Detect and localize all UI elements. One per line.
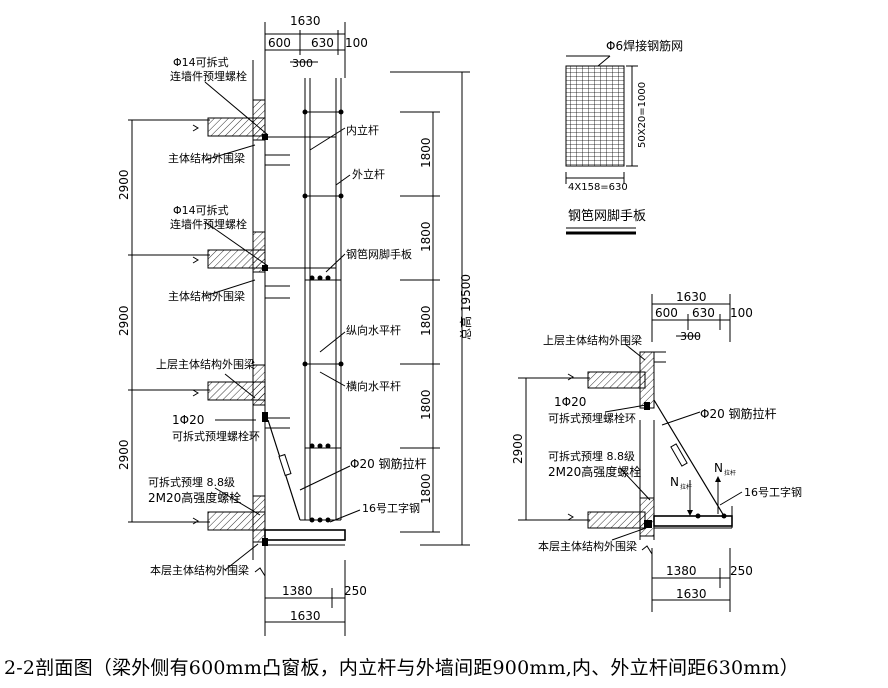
dim-top-b: 630 xyxy=(311,36,334,50)
mesh-bottom-dim: 4X158=630 xyxy=(568,182,628,193)
main-hardware xyxy=(262,109,344,546)
dim-left-3: 2900 xyxy=(117,439,131,470)
mesh-label: Φ6焊接钢筋网 xyxy=(606,38,683,53)
s-label-this-beam: 本层主体结构外围梁 xyxy=(538,539,637,553)
dim-right-1: 1800 xyxy=(419,137,433,168)
s-dim-top-b: 630 xyxy=(692,306,715,320)
label-mesh-board: 钢笆网脚手板 xyxy=(346,247,412,261)
dim-top-total: 1630 xyxy=(290,14,321,28)
s-dim-bottom-b: 250 xyxy=(730,564,753,578)
s-dim-top-a: 600 xyxy=(655,306,678,320)
s-label-n-right: N xyxy=(714,461,723,475)
dim-left-2: 2900 xyxy=(117,305,131,336)
mesh-title: 钢笆网脚手板 xyxy=(568,208,646,224)
s-label-n-right-sub: 拉杆 xyxy=(724,469,736,477)
dim-bottom-b: 250 xyxy=(344,584,367,598)
small-hardware xyxy=(644,402,727,528)
label-hs-bolt-a: 可拆式预埋 8.8级 xyxy=(148,475,235,489)
label-anchor-bolt-2b: 连墙件预埋螺栓 xyxy=(170,217,247,231)
mesh-detail xyxy=(565,55,638,235)
dim-top-d: 300 xyxy=(292,57,313,70)
mesh-text: Φ6焊接钢筋网 50X20=1000 4X158=630 钢笆网脚手板 xyxy=(568,38,683,224)
s-dim-top-d: 300 xyxy=(680,330,701,343)
label-inner-pole: 内立杆 xyxy=(346,123,379,137)
dim-top-a: 600 xyxy=(268,36,291,50)
label-outer-beam-1: 主体结构外围梁 xyxy=(168,151,245,165)
s-label-hs-bolt-b: 2M20高强度螺栓 xyxy=(548,464,641,479)
s-label-n-left: N xyxy=(670,475,679,489)
main-section xyxy=(128,22,470,636)
s-dim-bottom-a: 1380 xyxy=(666,564,697,578)
label-hs-bolt-b: 2M20高强度螺栓 xyxy=(148,490,241,505)
dim-right-3: 1800 xyxy=(419,305,433,336)
label-long-bar: 纵向水平杆 xyxy=(346,323,401,337)
dim-right-4: 1800 xyxy=(419,389,433,420)
label-i-beam: 16号工字钢 xyxy=(362,501,420,515)
label-outer-beam-2: 主体结构外围梁 xyxy=(168,289,245,303)
label-outer-pole: 外立杆 xyxy=(352,167,385,181)
s-dim-bottom-total: 1630 xyxy=(676,587,707,601)
label-upper-beam: 上层主体结构外围梁 xyxy=(156,357,255,371)
mesh-side-dim: 50X20=1000 xyxy=(637,82,648,148)
label-ring-bolt-b: 可拆式预埋螺栓环 xyxy=(172,429,260,443)
s-label-tie-rod: Φ20 钢筋拉杆 xyxy=(700,406,777,421)
small-text: 1630 600 630 100 300 上层主体结构外围梁 1Φ20 可拆式预… xyxy=(511,290,802,601)
label-anchor-bolt-1a: Φ14可拆式 xyxy=(173,55,229,69)
s-label-upper-beam: 上层主体结构外围梁 xyxy=(543,333,642,347)
s-label-ring-bolt-a: 1Φ20 xyxy=(554,395,586,409)
figure-caption: 2-2剖面图（梁外侧有600mm凸窗板，内立杆与外墙间距900mm,内、外立杆间… xyxy=(4,657,799,679)
s-label-i-beam: 16号工字钢 xyxy=(744,485,802,499)
label-anchor-bolt-2a: Φ14可拆式 xyxy=(173,203,229,217)
s-label-n-left-sub: 拉杆 xyxy=(680,483,692,491)
label-cross-bar: 横向水平杆 xyxy=(346,379,401,393)
s-dim-top-c: 100 xyxy=(730,306,753,320)
label-ring-bolt-a: 1Φ20 xyxy=(172,413,204,427)
s-dim-top-total: 1630 xyxy=(676,290,707,304)
s-label-hs-bolt-a: 可拆式预埋 8.8级 xyxy=(548,449,635,463)
dim-left-1: 2900 xyxy=(117,169,131,200)
dim-right-5: 1800 xyxy=(419,473,433,504)
dim-total-height: 总高 19500 xyxy=(458,274,473,340)
dim-right-2: 1800 xyxy=(419,221,433,252)
label-anchor-bolt-1b: 连墙件预埋螺栓 xyxy=(170,69,247,83)
dim-top-c: 100 xyxy=(345,36,368,50)
label-tie-rod: Φ20 钢筋拉杆 xyxy=(350,456,427,471)
small-section xyxy=(518,294,743,612)
s-label-ring-bolt-b: 可拆式预埋螺栓环 xyxy=(548,411,636,425)
dim-bottom-a: 1380 xyxy=(282,584,313,598)
main-text: 1630 600 630 100 300 Φ14可拆式 连墙件预埋螺栓 主体结构… xyxy=(117,14,473,623)
dim-bottom-total: 1630 xyxy=(290,609,321,623)
s-dim-left: 2900 xyxy=(511,433,525,464)
label-this-beam: 本层主体结构外围梁 xyxy=(150,563,249,577)
